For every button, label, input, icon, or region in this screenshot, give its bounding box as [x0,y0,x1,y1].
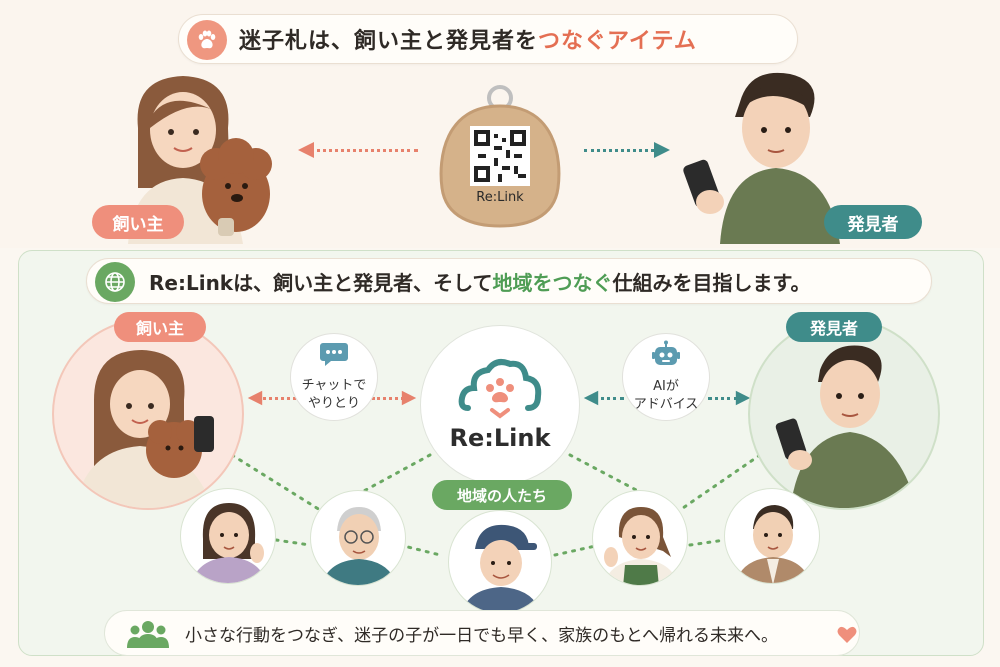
qr-code-icon [474,130,526,182]
top-title-text: 迷子札は、飼い主と発見者をつなぐアイテム [239,29,697,54]
arrow-ai-finder [708,397,738,400]
bottom-title-banner: Re:Linkは、飼い主と発見者、そして地域をつなぐ仕組みを目指します。 [86,258,932,304]
finder-illustration [680,62,860,244]
community-label: 地域の人たち [432,480,572,510]
owner-label: 飼い主 [92,205,184,239]
top-title-banner: 迷子札は、飼い主と発見者をつなぐアイテム [178,14,798,64]
finder-circle [748,318,940,510]
arrow-to-finder [584,149,654,152]
paw-icon [187,20,227,60]
arrow-to-owner [310,149,418,152]
relink-logo-icon [458,359,542,419]
arrowhead-owner [247,390,263,406]
bottom-title-text: Re:Linkは、飼い主と発見者、そして地域をつなぐ仕組みを目指します。 [149,270,811,295]
community-person-shopkeeper [592,490,688,586]
arrow-chat-center [372,397,404,400]
arrowhead-center-left [401,390,417,406]
arrow-owner-chat [258,397,302,400]
community-person-elder [310,490,406,586]
arrowhead-center-right [583,390,599,406]
globe-icon [95,262,135,302]
arrow-center-ai [594,397,624,400]
finder-label: 発見者 [824,205,922,239]
ai-bubble: AIが アドバイス [622,333,710,421]
relink-center-circle: Re:Link [420,325,580,485]
footer-banner: 小さな行動をつなぎ、迷子の子が一日でも早く、家族のもとへ帰れる未来へ。 [104,610,860,656]
arrowhead-finder [735,390,751,406]
ai-line-2: アドバイス [633,397,699,412]
owner-illustration [118,68,288,244]
community-person-woman [180,488,276,584]
chat-icon [319,341,349,373]
arrowhead-right [654,142,670,158]
community-person-boy [448,510,552,614]
qr-tag: Re:Link [430,78,570,230]
chat-line-1: チャットで [301,378,367,393]
robot-icon [651,340,681,374]
relink-center-label: Re:Link [449,424,551,452]
community-person-man [724,488,820,584]
finder-label-bottom: 発見者 [786,312,882,342]
chat-bubble: チャットで やりとり [290,333,378,421]
chat-line-2: やりとり [307,396,360,411]
footer-text: 小さな行動をつなぎ、迷子の子が一日でも早く、家族のもとへ帰れる未来へ。 [185,625,778,646]
tag-label: Re:Link [476,190,524,205]
people-icon [127,620,169,652]
owner-label-bottom: 飼い主 [114,312,206,342]
arrowhead-left [298,142,314,158]
ai-line-1: AIが [653,379,679,394]
owner-circle [52,318,244,510]
heart-icon [837,626,857,648]
